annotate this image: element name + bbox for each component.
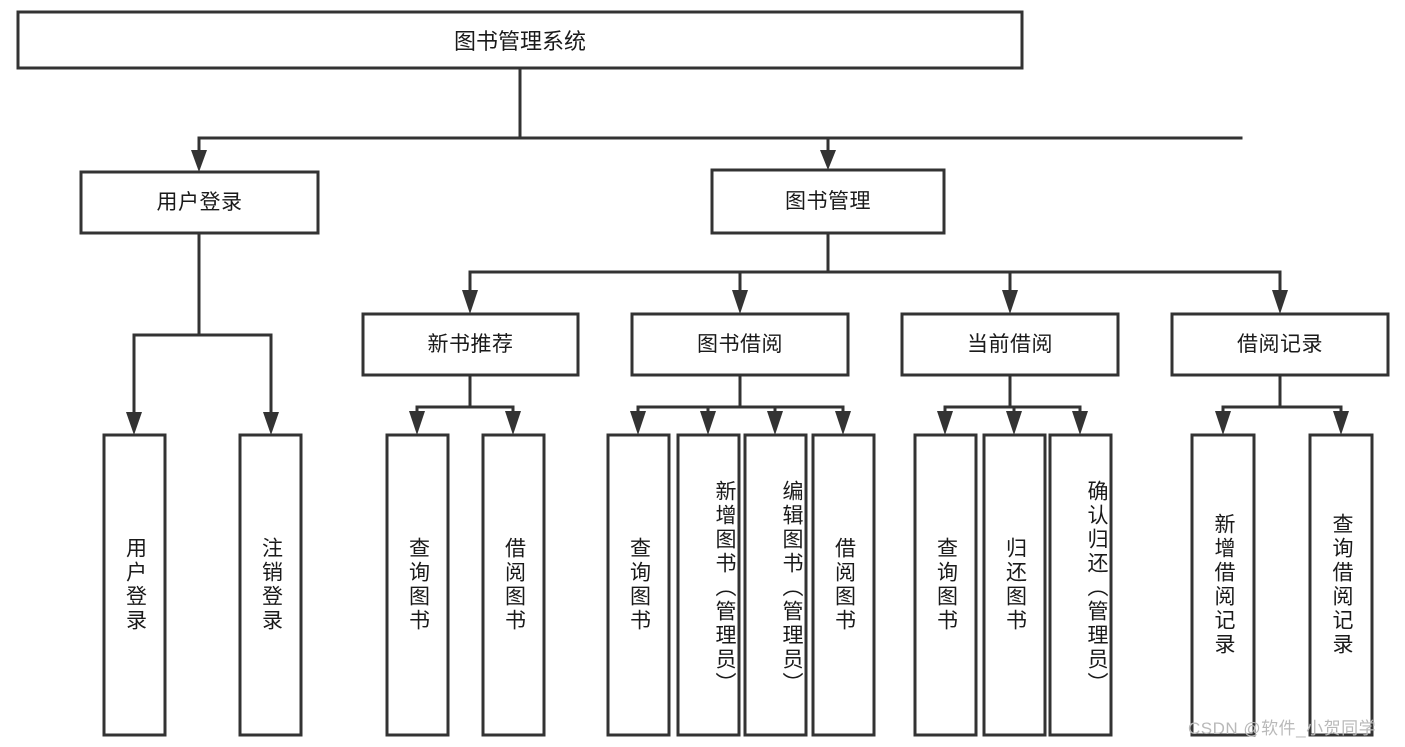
node-box-leaf-return-book[interactable] bbox=[982, 433, 1047, 737]
node-box-leaf-user-logout[interactable] bbox=[238, 433, 303, 737]
node-box-root[interactable] bbox=[16, 10, 1024, 70]
node-box-user-login[interactable] bbox=[79, 170, 320, 235]
node-box-leaf-query-book-borrow[interactable] bbox=[606, 433, 671, 737]
connector-userlogin-to-leaves bbox=[126, 231, 279, 435]
node-box-leaf-edit-book-admin[interactable] bbox=[743, 433, 808, 737]
node-box-leaf-borrow-book-rec[interactable] bbox=[481, 433, 546, 737]
connector-newbook-to-leaves bbox=[409, 373, 521, 435]
node-box-book-management[interactable] bbox=[710, 168, 946, 235]
connector-borrowrecord-to-leaves bbox=[1215, 373, 1349, 435]
node-box-leaf-borrow-book[interactable] bbox=[811, 433, 876, 737]
connector-bookmgmt-to-level2 bbox=[462, 231, 1288, 314]
node-box-leaf-add-borrow-record[interactable] bbox=[1190, 433, 1256, 737]
node-box-leaf-query-book-current[interactable] bbox=[913, 433, 978, 737]
node-box-leaf-confirm-return-admin[interactable] bbox=[1048, 433, 1113, 737]
node-box-leaf-add-book-admin[interactable] bbox=[676, 433, 741, 737]
node-box-borrow-record[interactable] bbox=[1170, 312, 1390, 377]
connector-bookborrow-to-leaves bbox=[630, 373, 851, 435]
node-box-leaf-query-borrow-record[interactable] bbox=[1308, 433, 1374, 737]
node-box-current-borrow[interactable] bbox=[900, 312, 1120, 377]
connector-root-to-level1 bbox=[191, 66, 1243, 172]
connector-currentborrow-to-leaves bbox=[937, 373, 1088, 435]
node-box-book-borrow[interactable] bbox=[630, 312, 850, 377]
node-box-leaf-query-book-rec[interactable] bbox=[385, 433, 450, 737]
csdn-watermark: CSDN @软件_小贺同学 bbox=[1188, 719, 1377, 738]
node-box-new-book-recommend[interactable] bbox=[361, 312, 580, 377]
node-box-leaf-user-login[interactable] bbox=[102, 433, 167, 737]
